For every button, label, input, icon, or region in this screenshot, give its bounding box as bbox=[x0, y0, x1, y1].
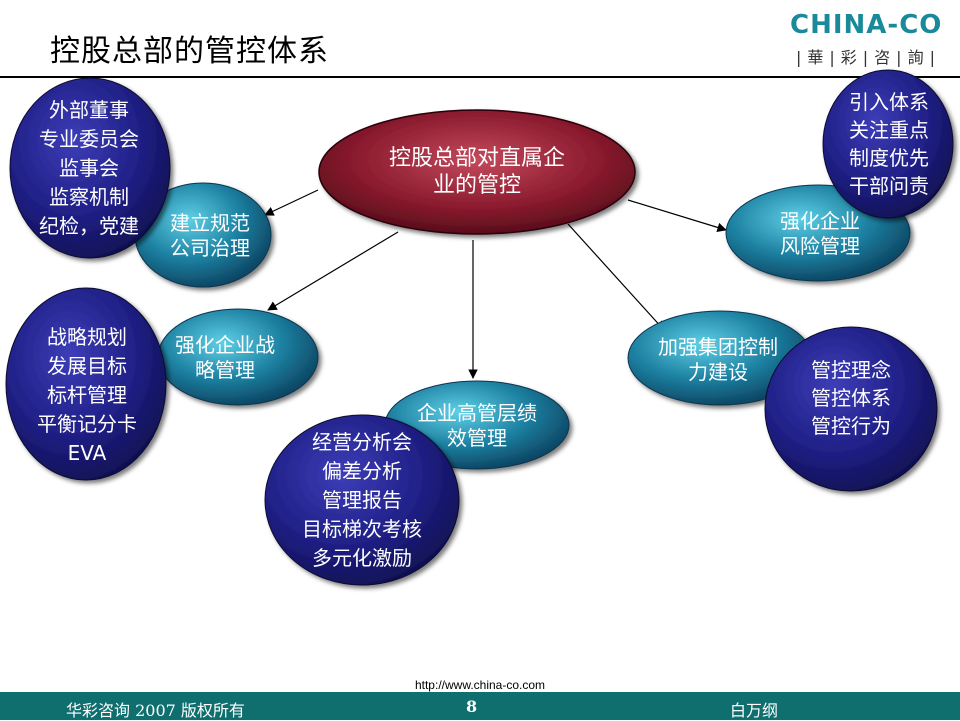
strategy-detail-ellipse bbox=[5, 287, 167, 481]
strategy-node: 强化企业战 略管理 bbox=[160, 322, 290, 394]
performance-detail-line-4: 目标梯次考核 bbox=[302, 516, 422, 541]
footer-bar: 华彩咨询 2007 版权所有 8 白万纲 bbox=[0, 692, 960, 720]
strategy-line-2: 略管理 bbox=[195, 358, 255, 382]
strategy-detail-line-5: EVA bbox=[67, 440, 107, 465]
control-detail-line-2: 管控体系 bbox=[811, 386, 891, 410]
strategy-detail-node: 战略规划 发展目标 标杆管理 平衡记分卡 EVA bbox=[12, 320, 162, 470]
center-line-2: 业的管控 bbox=[432, 173, 521, 198]
control-detail-line-3: 管控行为 bbox=[811, 414, 891, 438]
control-detail-node: 管控理念 管控体系 管控行为 bbox=[776, 350, 926, 446]
footer-author: 白万纲 bbox=[730, 701, 779, 720]
governance-line-1: 建立规范 bbox=[170, 211, 250, 235]
page-title: 控股总部的管控体系 bbox=[50, 34, 329, 69]
risk-detail-line-2: 关注重点 bbox=[849, 118, 929, 142]
governance-detail-line-4: 监察机制 bbox=[49, 184, 129, 209]
title-divider bbox=[0, 76, 960, 78]
governance-node: 建立规范 公司治理 bbox=[150, 198, 270, 274]
risk-detail-node: 引入体系 关注重点 制度优先 干部问责 bbox=[828, 84, 950, 204]
center-ellipse bbox=[318, 109, 636, 235]
logo-chinese-text: |華|彩|咨|詢| bbox=[796, 48, 941, 67]
risk-line-1: 强化企业 bbox=[780, 209, 860, 233]
performance-detail-line-1: 经营分析会 bbox=[312, 429, 412, 454]
risk-detail-ellipse bbox=[822, 69, 954, 219]
risk-line-2: 风险管理 bbox=[780, 234, 860, 258]
footer-copyright: 华彩咨询 2007 版权所有 bbox=[66, 701, 245, 720]
performance-line-2: 效管理 bbox=[447, 426, 507, 450]
control-line-2: 力建设 bbox=[688, 360, 748, 384]
performance-detail-line-5: 多元化激励 bbox=[312, 545, 412, 570]
governance-detail-line-2: 专业委员会 bbox=[39, 126, 139, 151]
center-node: 控股总部对直属企 业的管控 bbox=[330, 122, 624, 222]
page-number: 8 bbox=[466, 697, 478, 716]
governance-detail-line-1: 外部董事 bbox=[49, 97, 129, 122]
governance-line-2: 公司治理 bbox=[170, 236, 250, 260]
performance-line-1: 企业高管层绩 bbox=[417, 401, 537, 425]
control-detail-line-1: 管控理念 bbox=[811, 358, 891, 382]
strategy-line-1: 强化企业战 bbox=[175, 333, 275, 357]
strategy-detail-line-1: 战略规划 bbox=[47, 324, 127, 349]
strategy-detail-line-3: 标杆管理 bbox=[47, 382, 127, 407]
risk-detail-line-1: 引入体系 bbox=[849, 90, 929, 114]
performance-detail-line-2: 偏差分析 bbox=[322, 458, 402, 483]
arrow-to-governance bbox=[264, 189, 319, 216]
company-logo: CHINA-CO |華|彩|咨|詢| bbox=[790, 10, 950, 70]
governance-detail-node: 外部董事 专业委员会 监事会 监察机制 纪检，党建 bbox=[14, 92, 164, 244]
strategy-detail-line-4: 平衡记分卡 bbox=[37, 411, 137, 436]
arrow-to-control bbox=[567, 223, 665, 331]
risk-detail-line-4: 干部问责 bbox=[849, 174, 929, 198]
risk-detail-line-3: 制度优先 bbox=[849, 146, 929, 170]
governance-detail-line-5: 纪检，党建 bbox=[39, 213, 139, 238]
performance-detail-line-3: 管理报告 bbox=[322, 487, 402, 512]
governance-detail-line-3: 监事会 bbox=[59, 155, 119, 180]
risk-node: 强化企业 风险管理 bbox=[740, 198, 900, 270]
performance-detail-node: 经营分析会 偏差分析 管理报告 目标梯次考核 多元化激励 bbox=[276, 425, 448, 575]
arrow-to-strategy bbox=[267, 231, 399, 311]
control-line-1: 加强集团控制 bbox=[658, 335, 778, 359]
control-detail-ellipse bbox=[764, 326, 938, 492]
footer-url[interactable]: http://www.china-co.com bbox=[414, 678, 546, 692]
arrow-to-risk bbox=[627, 199, 727, 233]
performance-node: 企业高管层绩 效管理 bbox=[394, 392, 560, 460]
performance-detail-ellipse bbox=[264, 414, 460, 586]
governance-detail-ellipse bbox=[9, 77, 171, 259]
logo-wordmark: CHINA-CO bbox=[790, 10, 943, 40]
control-node: 加强集团控制 力建设 bbox=[638, 325, 798, 395]
center-line-1: 控股总部对直属企 bbox=[388, 145, 565, 171]
strategy-detail-line-2: 发展目标 bbox=[47, 353, 127, 378]
